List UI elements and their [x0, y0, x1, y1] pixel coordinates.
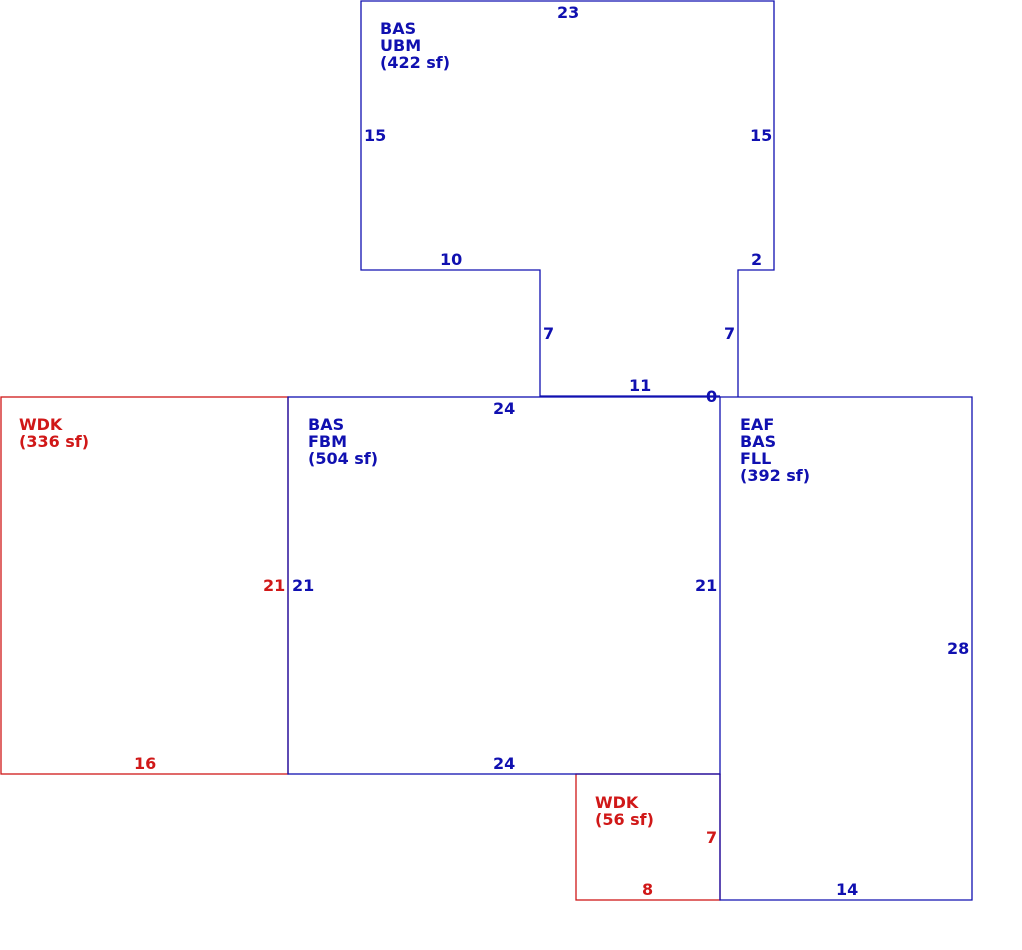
area-line: (392 sf): [740, 466, 811, 485]
area-line: (504 sf): [308, 449, 379, 468]
area-line: (336 sf): [19, 432, 90, 451]
dim-right-bottom: 14: [836, 880, 859, 899]
area-line: BAS: [740, 432, 777, 451]
dim-main-bottom: 24: [493, 754, 516, 773]
main-outline: [287, 396, 721, 775]
area-line: EAF: [740, 415, 775, 434]
area-line: WDK: [595, 793, 639, 812]
area-line: FBM: [308, 432, 348, 451]
right-outline: [719, 396, 973, 901]
area-label-right: EAF BAS FLL (392 sf): [740, 416, 810, 484]
dim-deck-left-side: 21: [263, 576, 286, 595]
dim-upper-bottom-right: 2: [751, 250, 763, 269]
area-line: FLL: [740, 449, 772, 468]
dim-deck-small-bottom: 8: [642, 880, 654, 899]
dim-upper-bottom-left: 10: [440, 250, 463, 269]
area-label-main: BAS FBM (504 sf): [308, 416, 378, 467]
area-line: UBM: [380, 36, 422, 55]
area-line: (422 sf): [380, 53, 451, 72]
area-label-upper: BAS UBM (422 sf): [380, 20, 450, 71]
area-line: (56 sf): [595, 810, 654, 829]
deck-left-outline: [0, 396, 289, 775]
area-label-deck-left: WDK (336 sf): [19, 416, 89, 450]
dim-main-top: 24: [493, 399, 516, 418]
upper-outline: [360, 0, 775, 397]
dim-neck-gap: 0: [706, 387, 718, 406]
dim-neck-right: 7: [724, 324, 736, 343]
dim-deck-left-bottom: 16: [134, 754, 157, 773]
dim-deck-small-side: 7: [706, 828, 718, 847]
area-label-deck-small: WDK (56 sf): [595, 794, 654, 828]
dim-main-right: 21: [695, 576, 718, 595]
area-line: BAS: [308, 415, 345, 434]
dim-upper-top: 23: [557, 3, 580, 22]
dim-neck-bottom: 11: [629, 376, 652, 395]
dim-right-side: 28: [947, 639, 970, 658]
dim-neck-left: 7: [543, 324, 555, 343]
area-line: BAS: [380, 19, 417, 38]
area-line: WDK: [19, 415, 63, 434]
dim-upper-right: 15: [750, 126, 773, 145]
dim-upper-left: 15: [364, 126, 387, 145]
dim-main-left: 21: [292, 576, 315, 595]
